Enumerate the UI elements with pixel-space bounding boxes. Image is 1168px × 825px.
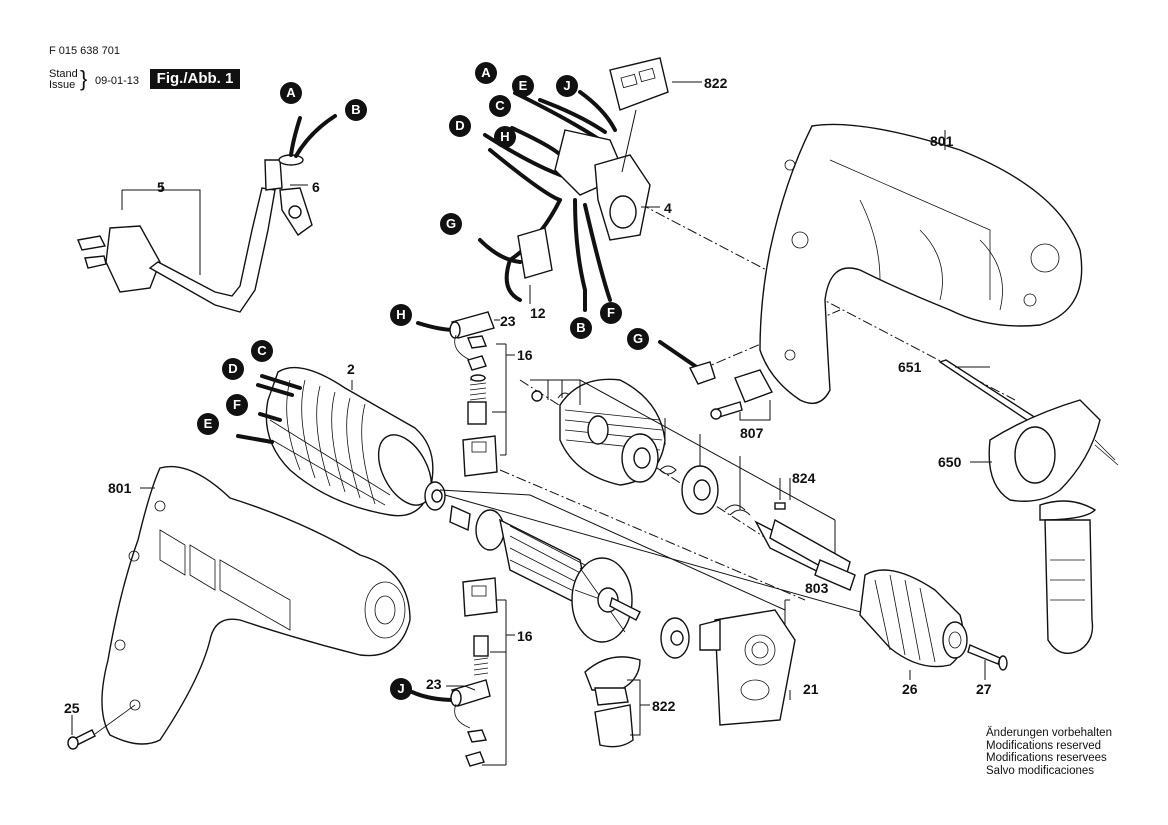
part-label-housing-screw: 25 xyxy=(64,700,80,716)
field-stator-illustration xyxy=(236,366,434,517)
part-label-power-cord: 5 xyxy=(157,179,165,195)
connector-marker-b: B xyxy=(345,99,367,121)
brush-holder-top-illustration xyxy=(462,343,515,477)
part-label-strain-relief: 6 xyxy=(312,179,320,195)
connector-marker-c: C xyxy=(489,95,511,117)
part-label-chuck-screw: 27 xyxy=(976,681,992,697)
lever-rod-illustration xyxy=(658,340,700,370)
connector-marker-g: G xyxy=(627,328,649,350)
part-label-brush-set-top: 16 xyxy=(517,347,533,363)
modifications-notice: Änderungen vorbehalten Modifications res… xyxy=(986,727,1112,777)
note-english: Modifications reserved xyxy=(986,739,1102,752)
part-label-switch-cover-bottom: 822 xyxy=(652,698,676,714)
part-label-auxiliary-handle: 650 xyxy=(938,454,962,470)
connector-marker-j: J xyxy=(556,75,578,97)
connector-marker-f: F xyxy=(226,394,248,416)
auxiliary-handle-illustration xyxy=(938,359,1119,654)
keyless-chuck-illustration xyxy=(859,569,968,680)
gear-train-illustration xyxy=(530,378,847,586)
spindle-illustration xyxy=(769,518,856,591)
connector-marker-e: E xyxy=(512,75,534,97)
brace-symbol: } xyxy=(80,66,88,91)
document-number: F 015 638 701 xyxy=(49,45,120,57)
connector-marker-d: D xyxy=(222,358,244,380)
issue-date: 09-01-13 xyxy=(95,75,140,87)
part-label-gear-spindle-set: 824 xyxy=(792,470,816,486)
part-label-housing-left: 801 xyxy=(108,480,132,496)
connector-marker-a: A xyxy=(280,82,302,104)
switch-cover-bottom-illustration xyxy=(584,656,650,748)
leader-5 xyxy=(121,182,201,275)
part-label-interference-capacitor: 12 xyxy=(530,305,546,321)
issue-label: Issue xyxy=(49,79,76,91)
plate-807-illustration xyxy=(734,369,774,403)
connector-marker-b: B xyxy=(570,317,592,339)
switch-cover-illustration xyxy=(609,57,669,111)
armature-illustration xyxy=(439,489,790,650)
part-label-armature: 803 xyxy=(805,580,829,596)
stand-label: Stand xyxy=(49,68,78,80)
part-label-gear-housing: 21 xyxy=(803,681,819,697)
connector-marker-e: E xyxy=(197,413,219,435)
part-label-capacitor-top: 23 xyxy=(500,313,516,329)
connector-marker-g: G xyxy=(440,213,462,235)
part-label-switch-cover: 822 xyxy=(704,75,728,91)
capacitor-top-illustration xyxy=(416,311,495,371)
housing-half-left-illustration xyxy=(101,465,411,745)
housing-half-right-illustration xyxy=(759,123,1083,404)
connector-marker-d: D xyxy=(449,115,471,137)
part-label-keyless-chuck: 26 xyxy=(902,681,918,697)
connector-marker-h: H xyxy=(494,126,516,148)
part-label-brush-set-bottom: 16 xyxy=(517,628,533,644)
power-cord-illustration xyxy=(77,114,337,313)
connector-marker-f: F xyxy=(600,302,622,324)
part-label-lever-plate: 807 xyxy=(740,425,764,441)
connector-marker-c: C xyxy=(251,340,273,362)
chuck-screw-illustration xyxy=(967,644,1008,680)
capacitor-bottom-illustration xyxy=(410,679,491,767)
part-label-switch: 4 xyxy=(664,200,672,216)
switch-illustration xyxy=(478,90,651,312)
note-spanish: Salvo modificaciones xyxy=(986,764,1095,777)
part-label-capacitor-bottom: 23 xyxy=(426,676,442,692)
part-label-field: 2 xyxy=(347,361,355,377)
part-label-housing-right: 801 xyxy=(930,133,954,149)
housing-screw-illustration xyxy=(67,704,136,750)
connector-marker-a: A xyxy=(475,62,497,84)
gear-housing-plate-illustration xyxy=(699,609,796,726)
connector-marker-j: J xyxy=(390,678,412,700)
note-french: Modifications reservees xyxy=(986,752,1107,764)
note-german: Änderungen vorbehalten xyxy=(986,727,1112,739)
part-label-depth-stop: 651 xyxy=(898,359,922,375)
connector-marker-h: H xyxy=(390,304,412,326)
axis-armature-field xyxy=(499,469,806,601)
brush-holder-bottom-illustration xyxy=(462,577,515,766)
figure-badge: Fig./Abb. 1 xyxy=(150,69,240,89)
